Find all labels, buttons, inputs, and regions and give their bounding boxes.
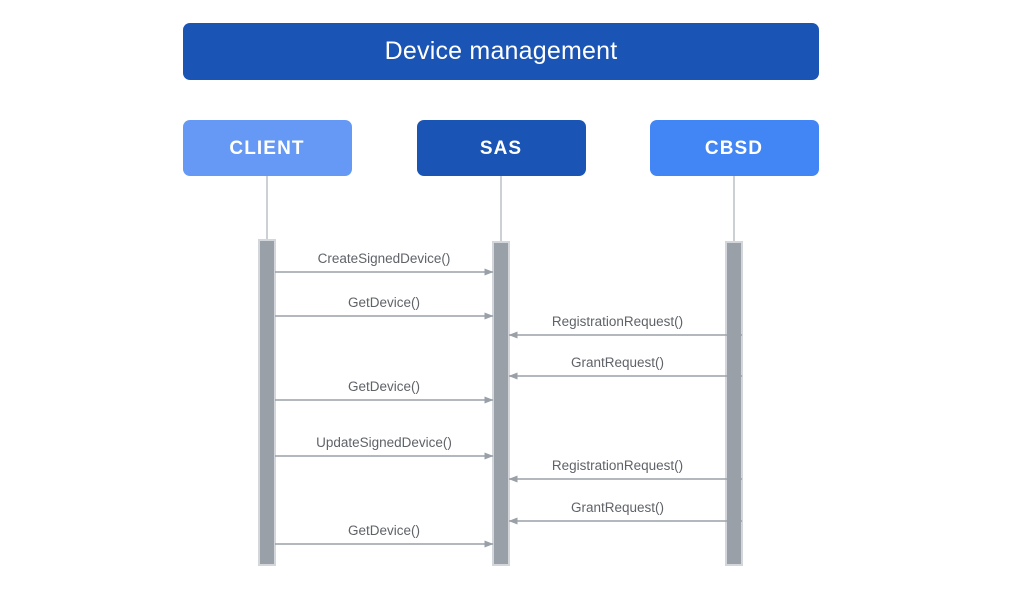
message-label-1: CreateSignedDevice() [318,251,451,266]
participant-label-sas: SAS [479,137,523,159]
participant-label-client: CLIENT [229,137,305,159]
lifelines-group [266,176,735,242]
activation-bar-sas [492,241,510,566]
message-1: CreateSignedDevice() [275,251,494,276]
message-2: GetDevice() [275,295,494,320]
message-label-2: GetDevice() [348,295,420,310]
message-3: RegistrationRequest() [508,314,742,339]
participant-header-client[interactable]: CLIENT [182,120,352,176]
message-label-5: GetDevice() [348,379,420,394]
message-6: UpdateSignedDevice() [275,435,494,460]
message-4: GrantRequest() [508,355,742,380]
message-7: RegistrationRequest() [508,458,742,483]
message-9: GetDevice() [275,523,494,548]
diagram-title-banner: Device management [183,23,819,80]
message-label-4: GrantRequest() [571,355,664,370]
activation-bar-client [258,239,276,566]
message-5: GetDevice() [275,379,494,404]
message-label-3: RegistrationRequest() [552,314,683,329]
participant-header-sas[interactable]: SAS [416,120,586,176]
activation-bar-cbsd [725,241,743,566]
message-label-8: GrantRequest() [571,500,664,515]
message-8: GrantRequest() [508,500,742,525]
message-label-6: UpdateSignedDevice() [316,435,452,450]
page-title: Device management [384,37,618,65]
messages-group: CreateSignedDevice() GetDevice() Registrat… [275,251,742,548]
activation-bars-group [258,239,743,566]
participant-header-cbsd[interactable]: CBSD [649,120,819,176]
message-label-7: RegistrationRequest() [552,458,683,473]
participant-label-cbsd: CBSD [704,137,764,159]
message-label-9: GetDevice() [348,523,420,538]
